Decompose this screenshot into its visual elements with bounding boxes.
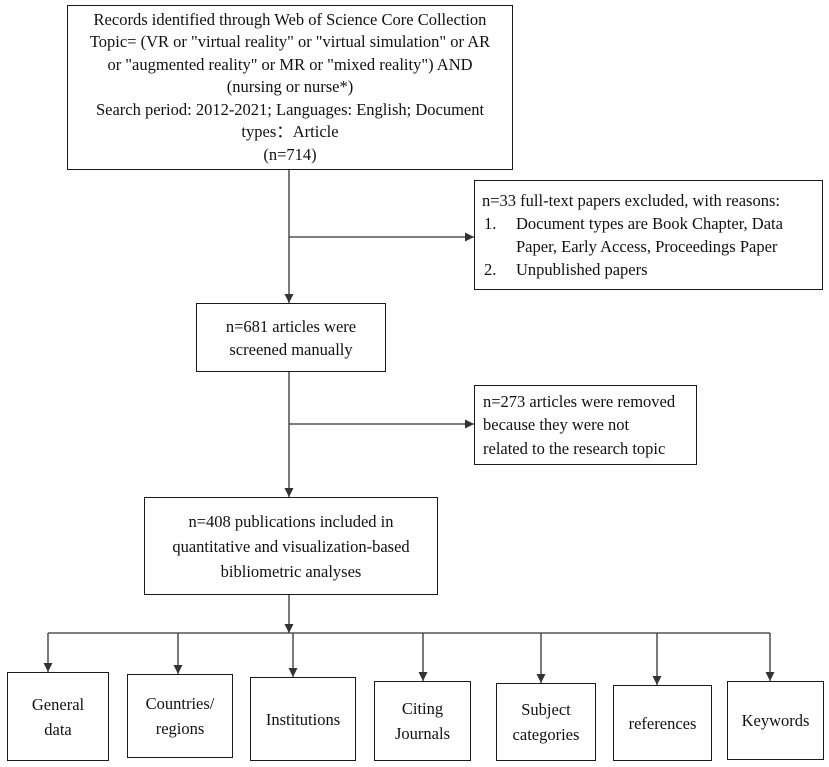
included-line: quantitative and visualization-based	[172, 536, 410, 556]
included-publications-box: n=408 publications included in quantitat…	[144, 497, 438, 595]
category-label: Countries/	[145, 694, 215, 713]
category-label: data	[44, 719, 72, 739]
category-label: categories	[512, 725, 580, 744]
exclusion-heading: n=33 full-text papers excluded, with rea…	[482, 191, 780, 210]
topic-exclusion-line: n=273 articles were removed	[483, 391, 676, 411]
category-subject-categories: Subject categories	[496, 683, 596, 761]
category-label: Institutions	[265, 709, 341, 729]
records-line: types：Article	[241, 122, 339, 142]
category-label: Journals	[395, 724, 450, 743]
exclusion-reason-item: 2. Unpublished papers	[482, 258, 648, 281]
category-label: Subject	[521, 700, 571, 719]
records-line: Topic= (VR or "virtual reality" or "virt…	[89, 32, 491, 52]
records-identified-box: Records identified through Web of Scienc…	[67, 5, 513, 170]
screened-manually-box: n=681 articles were screened manually	[196, 303, 386, 372]
category-keywords: Keywords	[727, 681, 824, 760]
screened-line: screened manually	[229, 339, 353, 359]
full-text-exclusion-box: n=33 full-text papers excluded, with rea…	[474, 180, 823, 290]
records-line: Records identified through Web of Scienc…	[93, 9, 487, 29]
category-label: regions	[155, 719, 205, 738]
category-label: General	[31, 694, 85, 714]
list-marker: 1.	[484, 214, 497, 233]
category-label: references	[628, 713, 697, 733]
topic-exclusion-line: related to the research topic	[483, 438, 666, 458]
list-marker: 2.	[484, 260, 497, 279]
screened-line: n=681 articles were	[225, 316, 357, 336]
list-text: Document types are Book Chapter, Data Pa…	[516, 212, 783, 258]
topic-exclusion-line: because they were not	[483, 415, 630, 435]
reason-line: Paper, Early Access, Proceedings Paper	[516, 237, 778, 256]
records-line: Search period: 2012-2021; Languages: Eng…	[95, 99, 485, 119]
reason-line: Document types are Book Chapter, Data	[516, 214, 783, 233]
topic-exclusion-box: n=273 articles were removed because they…	[474, 385, 697, 465]
reason-line: Unpublished papers	[516, 260, 648, 279]
included-line: bibliometric analyses	[220, 561, 362, 581]
included-line: n=408 publications included in	[188, 511, 394, 531]
records-count: (n=714)	[263, 144, 317, 164]
list-text: Unpublished papers	[516, 258, 648, 281]
category-references: references	[613, 685, 712, 761]
exclusion-reason-item: 1. Document types are Book Chapter, Data…	[482, 212, 783, 258]
category-label: Citing	[401, 699, 444, 718]
records-line: (nursing or nurse*)	[226, 77, 354, 97]
category-general-data: General data	[7, 672, 109, 761]
category-institutions: Institutions	[250, 677, 356, 761]
category-citing-journals: Citing Journals	[374, 681, 471, 761]
category-countries-regions: Countries/ regions	[127, 674, 233, 758]
records-line: or "augmented reality" or MR or "mixed r…	[107, 54, 473, 74]
category-label: Keywords	[741, 711, 810, 730]
